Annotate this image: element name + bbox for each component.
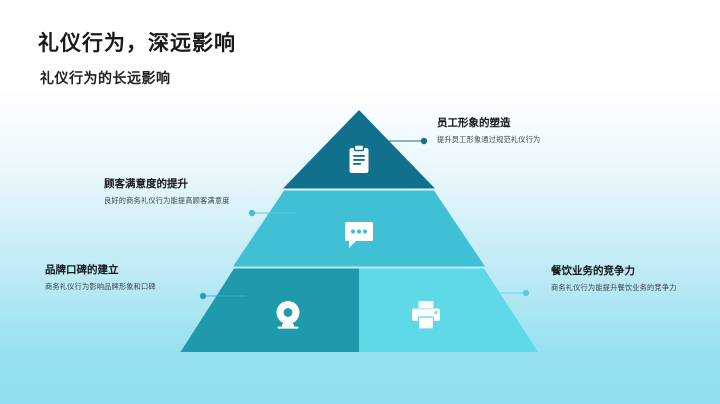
callout-customer-satisfaction[interactable]: 顾客满意度的提升 良好的商务礼仪行为能提高顾客满意度	[104, 178, 269, 208]
connector-line-middle	[248, 209, 296, 217]
pyramid-tier-bottom-left[interactable]	[180, 268, 360, 353]
callout-employee-image[interactable]: 员工形象的塑造 提升员工形象通过规范礼仪行为	[437, 117, 602, 147]
webcam-icon	[276, 301, 300, 329]
clipboard-icon	[349, 144, 369, 173]
callout-heading: 品牌口碑的建立	[45, 264, 119, 276]
callout-body: 商务礼仪行为影响品牌形象和口碑	[45, 282, 156, 292]
callout-brand-reputation[interactable]: 品牌口碑的建立 商务礼仪行为影响品牌形象和口碑	[45, 264, 210, 294]
callout-body: 提升员工形象通过规范礼仪行为	[437, 135, 541, 145]
callout-catering-competitiveness[interactable]: 餐饮业务的竞争力 商务礼仪行为能提升餐饮业务的竞争力	[551, 265, 716, 295]
printer-icon	[412, 301, 440, 330]
pyramid-tier-bottom-right[interactable]	[359, 268, 538, 353]
page-subtitle: 礼仪行为的长远影响	[40, 70, 171, 86]
callout-body: 商务礼仪行为能提升餐饮业务的竞争力	[551, 283, 677, 293]
callout-heading: 员工形象的塑造	[437, 117, 511, 129]
connector-line-top	[382, 137, 428, 145]
chat-bubble-icon	[345, 222, 373, 248]
callout-heading: 餐饮业务的竞争力	[551, 265, 635, 277]
callout-body: 良好的商务礼仪行为能提高顾客满意度	[104, 196, 230, 206]
callout-heading: 顾客满意度的提升	[104, 178, 188, 190]
connector-line-bottom-right	[489, 289, 530, 297]
connector-line-bottom-left	[199, 292, 246, 300]
page-title: 礼仪行为，深远影响	[38, 32, 236, 55]
